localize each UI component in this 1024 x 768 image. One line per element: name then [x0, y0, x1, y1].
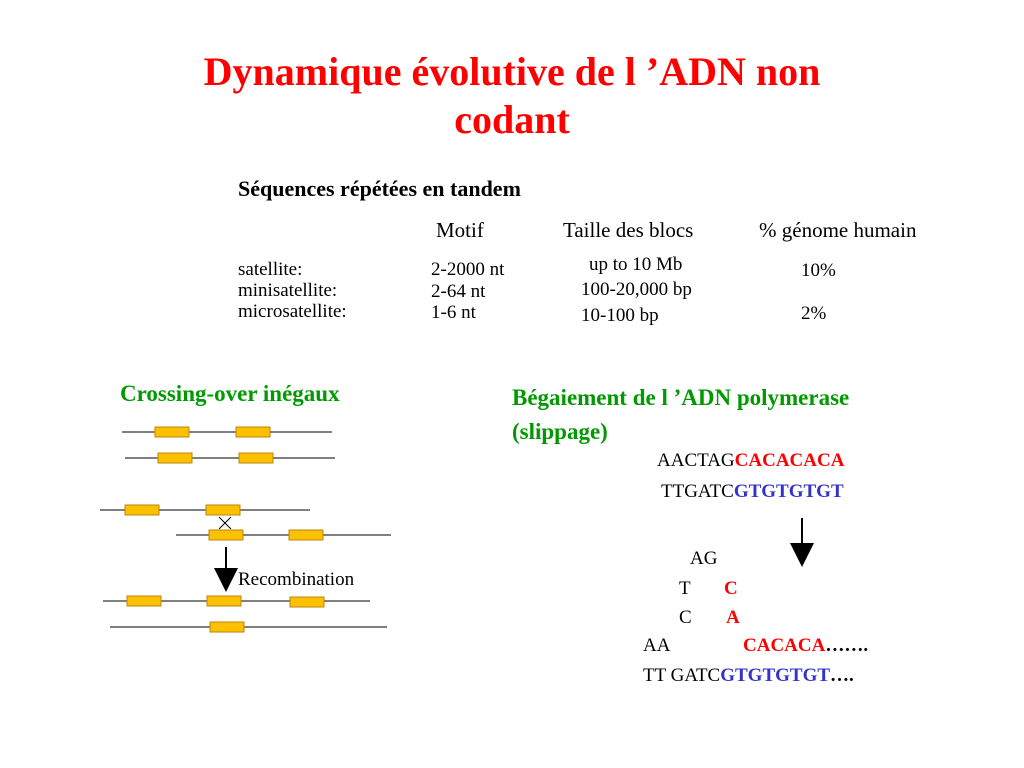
- top-strand-plain: AACTAG: [657, 450, 735, 471]
- column-header-genome: % génome humain: [759, 218, 917, 242]
- slippage-heading-line-1: Bégaiement de l ’ADN polymerase: [512, 385, 850, 410]
- repeat-block: [235, 426, 271, 438]
- tandem-heading: Séquences répétées en tandem: [238, 176, 521, 201]
- genome-satellite: 10%: [801, 260, 836, 281]
- repeat-block: [206, 595, 242, 607]
- size-microsatellite: 10-100 bp: [581, 305, 659, 326]
- recombination-label: Recombination: [238, 569, 355, 590]
- repeat-block: [288, 529, 324, 541]
- crossing-heading: Crossing-over inégaux: [120, 381, 340, 406]
- top-strand: AACTAGCACACACA: [657, 450, 844, 472]
- loop-a-red: A: [726, 607, 740, 628]
- title-line-2: codant: [454, 97, 570, 142]
- result-top-repeat: CACACA: [743, 635, 826, 656]
- page-title: Dynamique évolutive de l ’ADN non codant: [0, 48, 1024, 144]
- repeat-block: [124, 504, 160, 516]
- repeat-block: [157, 452, 193, 464]
- genome-microsatellite: 2%: [801, 303, 827, 324]
- repeat-block: [238, 452, 274, 464]
- loop-c-red: C: [724, 578, 738, 599]
- result-top-plain: AA: [643, 635, 671, 656]
- repeat-block: [289, 596, 325, 608]
- bottom-strand-plain: TTGATC: [661, 481, 734, 502]
- motif-microsatellite: 1-6 nt: [431, 302, 476, 323]
- column-header-size: Taille des blocs: [563, 218, 694, 242]
- bottom-strand: TTGATCGTGTGTGT: [661, 481, 844, 503]
- crossover-mark: [218, 516, 232, 530]
- row-label-microsatellite: microsatellite:: [238, 301, 347, 322]
- result-bottom-repeat: GTGTGTGT: [720, 665, 831, 686]
- repeat-block: [209, 621, 245, 633]
- loop-ag: AG: [690, 548, 718, 569]
- loop-t: T: [679, 578, 691, 599]
- column-header-motif: Motif: [436, 218, 484, 242]
- top-strand-repeat: CACACACA: [734, 450, 845, 471]
- row-label-satellite: satellite:: [238, 259, 303, 280]
- size-satellite: up to 10 Mb: [589, 254, 683, 275]
- row-label-minisatellite: minisatellite:: [238, 280, 338, 301]
- repeat-block: [154, 426, 190, 438]
- result-top-dots: …….: [825, 635, 869, 656]
- repeat-block: [208, 529, 244, 541]
- result-bottom-strand: TT GATCGTGTGTGT….: [643, 665, 854, 687]
- loop-c: C: [679, 607, 692, 628]
- result-bottom-dots: ….: [830, 665, 854, 686]
- title-line-1: Dynamique évolutive de l ’ADN non: [203, 49, 821, 94]
- slippage-heading-line-2: (slippage): [512, 419, 608, 444]
- repeat-block: [205, 504, 241, 516]
- repeat-block: [126, 595, 162, 607]
- result-top-repeat-line: CACACA…….: [743, 635, 868, 657]
- result-bottom-plain: TT GATC: [643, 665, 721, 686]
- motif-satellite: 2-2000 nt: [431, 259, 505, 280]
- bottom-strand-repeat: GTGTGTGT: [733, 481, 844, 502]
- slippage-heading: Bégaiement de l ’ADN polymerase (slippag…: [512, 381, 849, 449]
- size-minisatellite: 100-20,000 bp: [581, 279, 692, 300]
- motif-minisatellite: 2-64 nt: [431, 281, 486, 302]
